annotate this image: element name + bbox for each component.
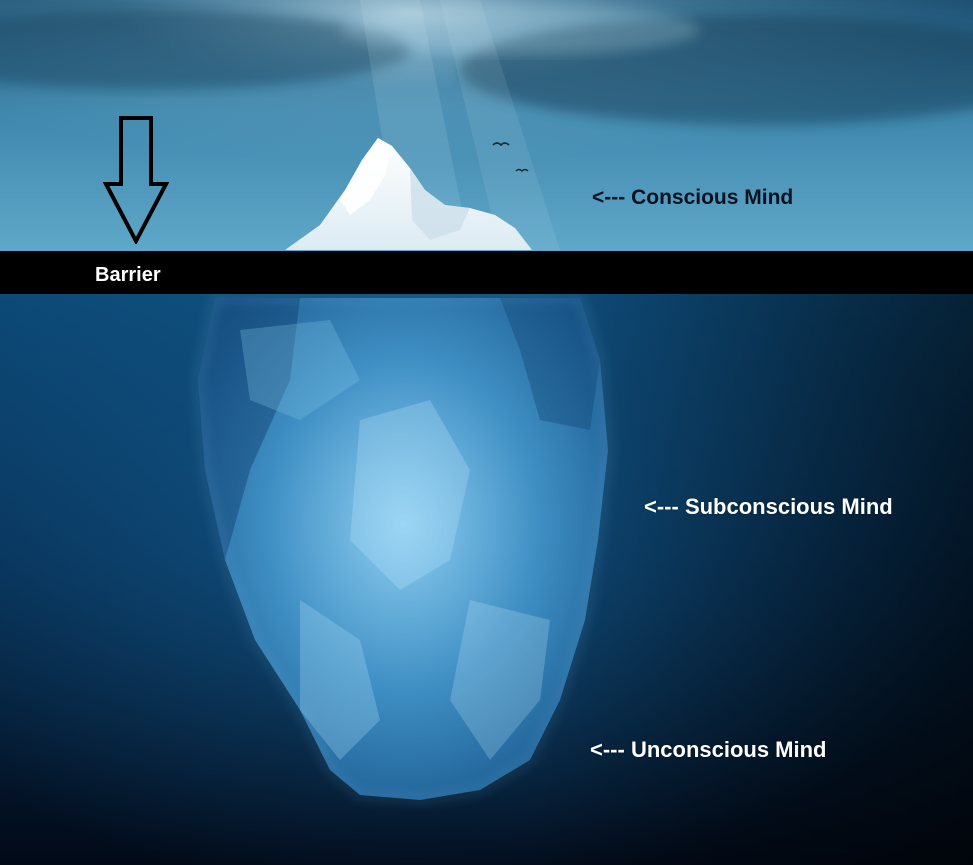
subconscious-mind-label: <--- Subconscious Mind (644, 494, 893, 520)
unconscious-mind-label: <--- Unconscious Mind (590, 737, 827, 763)
conscious-mind-label: <--- Conscious Mind (592, 186, 793, 210)
down-arrow-icon (103, 116, 169, 244)
barrier-label: Barrier (95, 264, 161, 287)
